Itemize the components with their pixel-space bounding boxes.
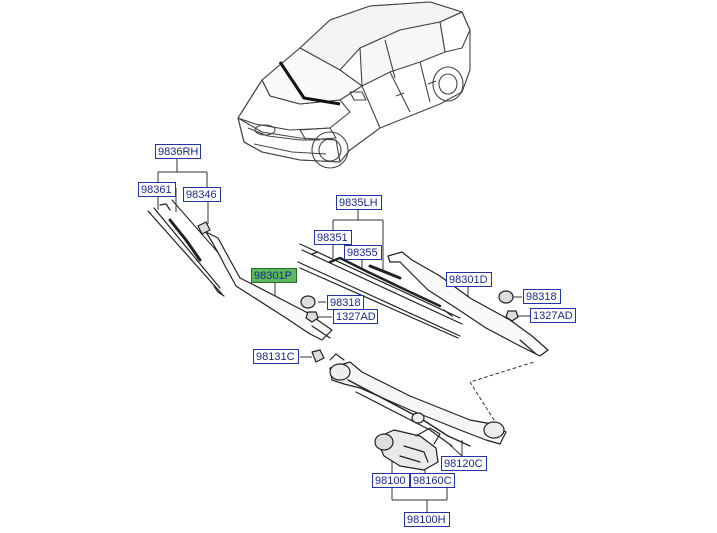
pivot-cap-lh: [498, 290, 514, 304]
blade-clip: [197, 221, 211, 235]
lh-wiper-blade: [299, 243, 461, 319]
part-label-98131C[interactable]: 98131C: [253, 349, 299, 364]
part-label-98355[interactable]: 98355: [344, 245, 382, 260]
rh-wiper-blade: [147, 210, 223, 295]
grommet: [311, 349, 325, 363]
wiper-linkage: [329, 361, 507, 445]
pivot-cap: [300, 295, 316, 309]
pivot-nut: [305, 311, 319, 323]
part-label-9836RH[interactable]: 9836RH: [155, 144, 201, 159]
part-label-98160C[interactable]: 98160C: [410, 473, 455, 488]
pivot-nut-lh: [505, 310, 519, 322]
car-illustration: [237, 1, 471, 169]
part-label-98301P[interactable]: 98301P: [251, 268, 297, 283]
part-label-98318-rh[interactable]: 98318: [327, 295, 364, 310]
part-label-9835LH[interactable]: 9835LH: [336, 195, 382, 210]
part-label-98301D[interactable]: 98301D: [446, 272, 492, 287]
part-label-98120C[interactable]: 98120C: [441, 456, 487, 471]
part-label-1327AD-lh[interactable]: 1327AD: [530, 308, 576, 323]
part-label-98318-lh[interactable]: 98318: [523, 289, 561, 304]
part-label-98351[interactable]: 98351: [314, 230, 352, 245]
part-label-98361[interactable]: 98361: [138, 182, 176, 197]
rh-wiper-arm: [205, 231, 333, 341]
part-label-98346[interactable]: 98346: [183, 187, 221, 202]
part-label-1327AD-rh[interactable]: 1327AD: [333, 309, 378, 324]
parts-drawing: [147, 199, 549, 471]
part-label-98100H[interactable]: 98100H: [404, 512, 450, 527]
lh-wiper-arm: [387, 251, 549, 357]
part-label-98100[interactable]: 98100: [372, 473, 410, 488]
